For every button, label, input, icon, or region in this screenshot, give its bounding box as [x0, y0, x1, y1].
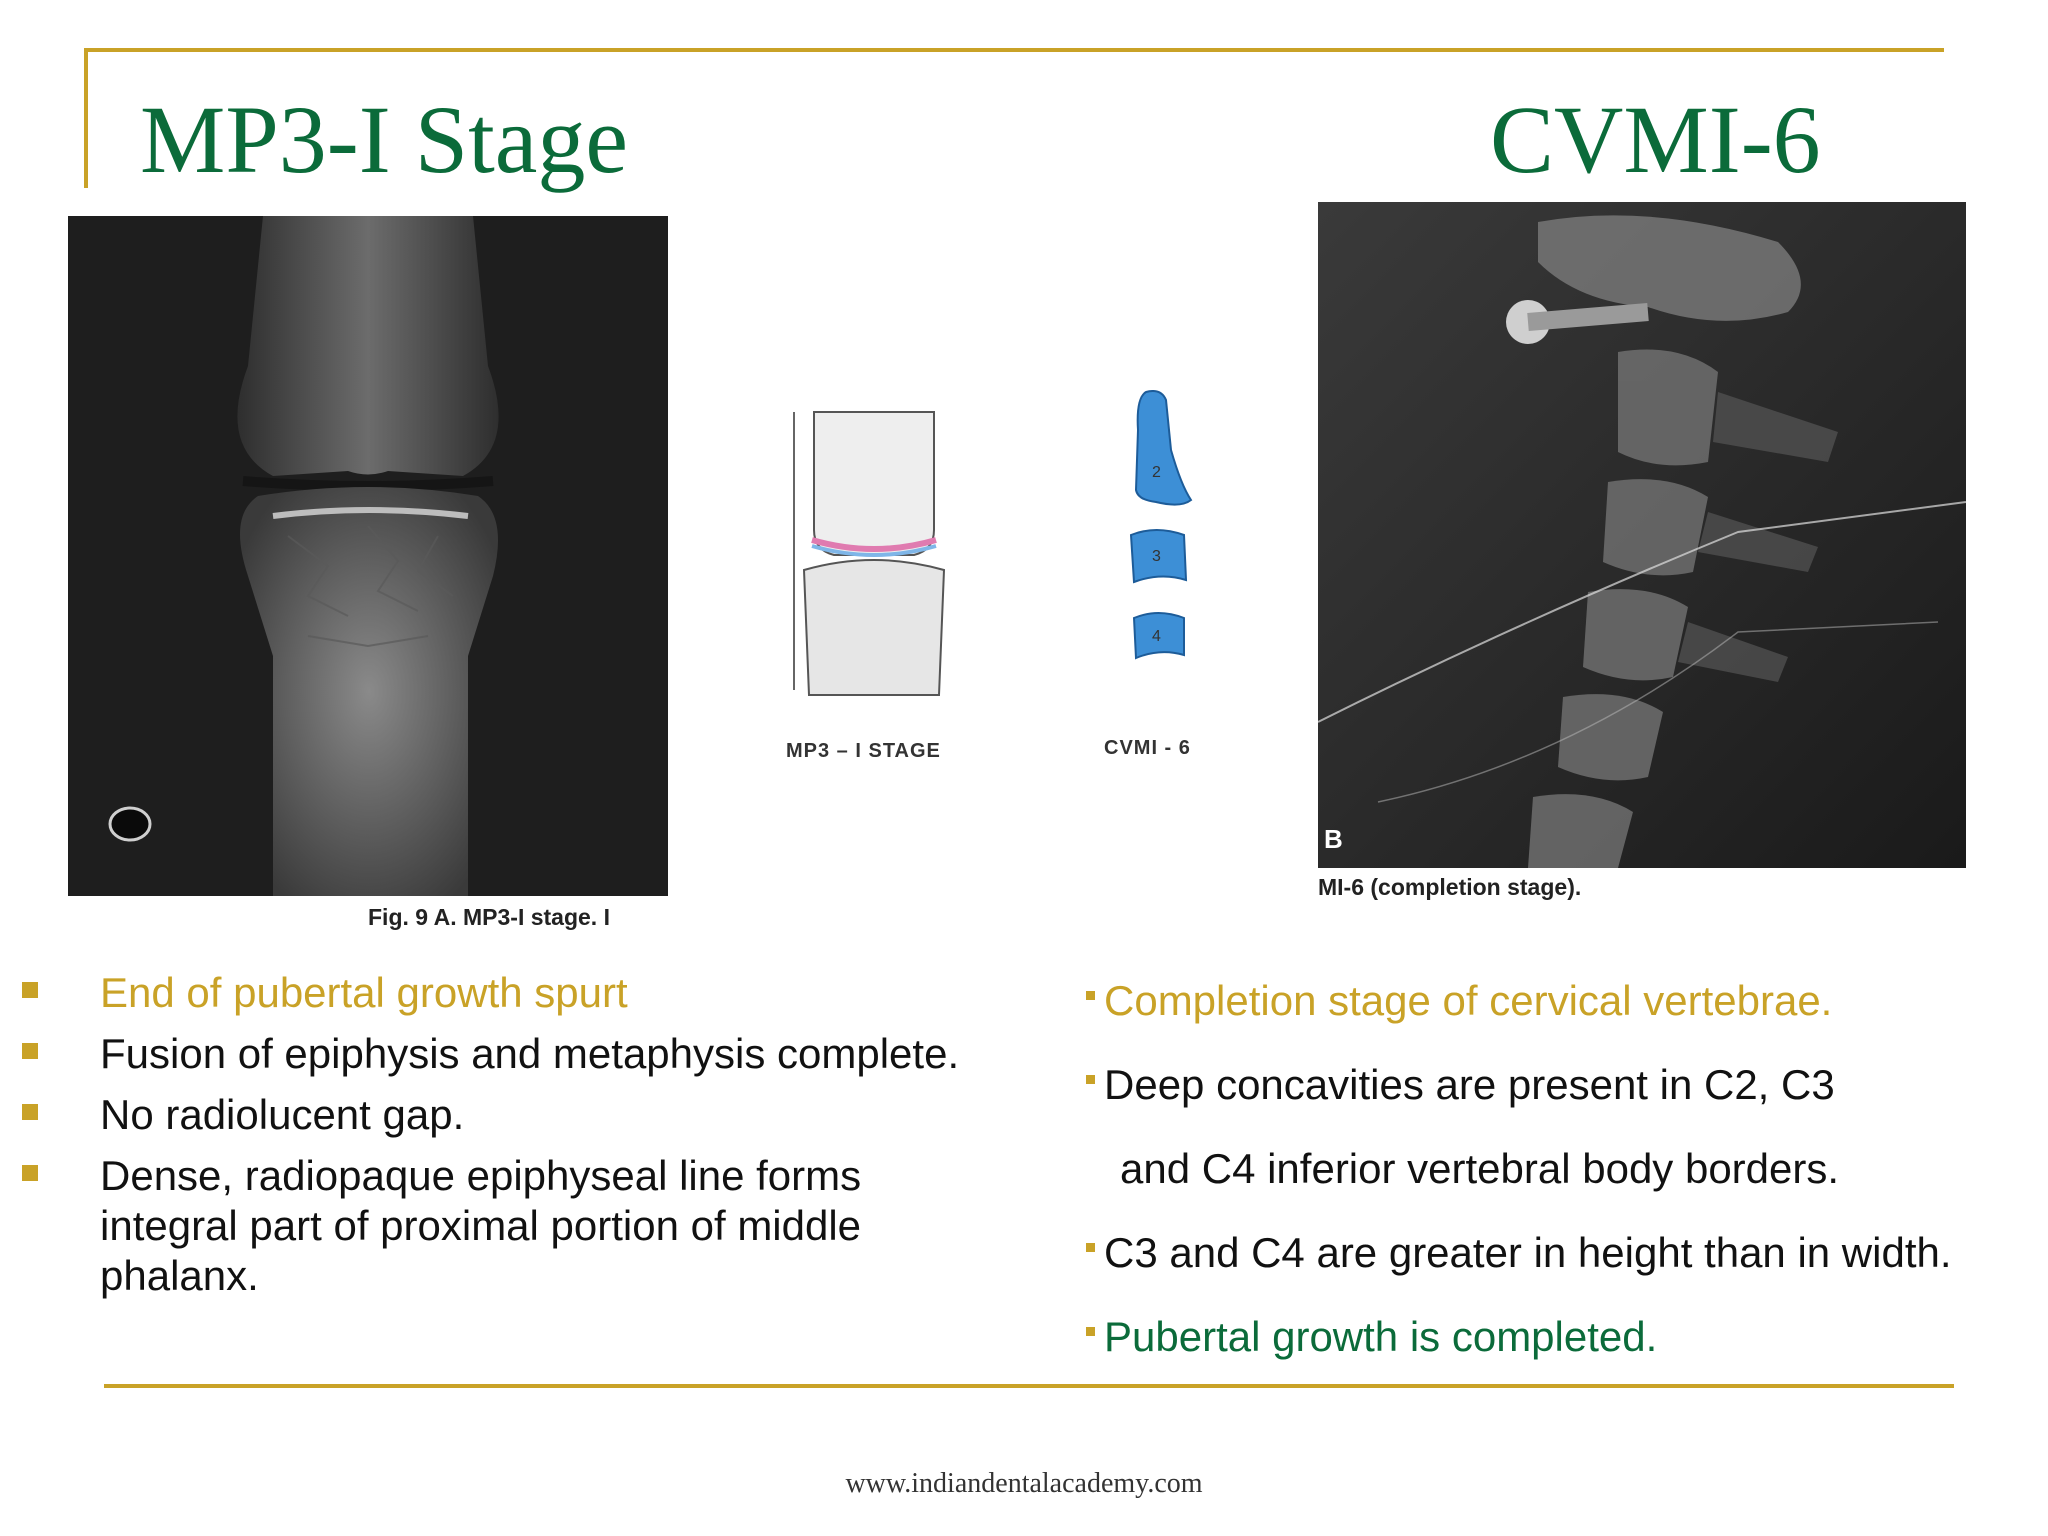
- finger-xray-image: [68, 216, 668, 896]
- mp3-joint-diagram: [784, 410, 964, 700]
- vertebra-c4-label: 4: [1152, 628, 1161, 645]
- cervical-spine-xray-image: B: [1318, 202, 1966, 868]
- bullet-square-icon: [1086, 991, 1095, 1000]
- cvmi-diagram-label: CVMI - 6: [1104, 737, 1191, 759]
- right-bullet-4: Pubertal growth is completed.: [1086, 1311, 2036, 1363]
- vertebra-c2-label: 2: [1152, 464, 1161, 481]
- left-bullet-1: End of pubertal growth spurt: [22, 968, 1062, 1018]
- right-figure-caption: MI-6 (completion stage).: [1318, 874, 1582, 900]
- left-bullet-2: Fusion of epiphysis and metaphysis compl…: [22, 1029, 1062, 1079]
- bullet-square-icon: [22, 982, 38, 998]
- footer-url: www.indiandentalacademy.com: [845, 1468, 1203, 1499]
- cvmi-vertebra-diagram: 2 3 4: [1126, 390, 1196, 690]
- bullet-square-icon: [22, 1104, 38, 1120]
- left-bullet-3: No radiolucent gap.: [22, 1090, 1062, 1140]
- right-bullet-3: C3 and C4 are greater in height than in …: [1086, 1227, 2036, 1279]
- bullet-square-icon: [22, 1165, 38, 1181]
- title-cvmi: CVMI-6: [1490, 86, 1821, 193]
- bullet-square-icon: [1086, 1327, 1095, 1336]
- bullet-square-icon: [1086, 1243, 1095, 1252]
- bullet-square-icon: [22, 1043, 38, 1059]
- bottom-rule: [104, 1384, 1954, 1388]
- top-rule: [84, 48, 1944, 52]
- left-bullet-4: Dense, radiopaque epiphyseal line forms …: [22, 1151, 1062, 1301]
- right-bullet-1: Completion stage of cervical vertebrae.: [1086, 975, 2036, 1027]
- right-bullet-list: Completion stage of cervical vertebrae. …: [1086, 975, 2036, 1395]
- right-bullet-2: Deep concavities are present in C2, C3 a…: [1086, 1059, 2036, 1195]
- panel-letter-b: B: [1324, 824, 1343, 854]
- left-rule: [84, 48, 88, 188]
- title-mp3: MP3-I Stage: [140, 86, 628, 193]
- left-figure-caption: Fig. 9 A. MP3-I stage. I: [368, 904, 610, 930]
- left-bullet-list: End of pubertal growth spurt Fusion of e…: [22, 968, 1062, 1312]
- bullet-square-icon: [1086, 1075, 1095, 1084]
- vertebra-c3-label: 3: [1152, 548, 1161, 565]
- mp3-diagram-label: MP3 – I STAGE: [786, 740, 941, 762]
